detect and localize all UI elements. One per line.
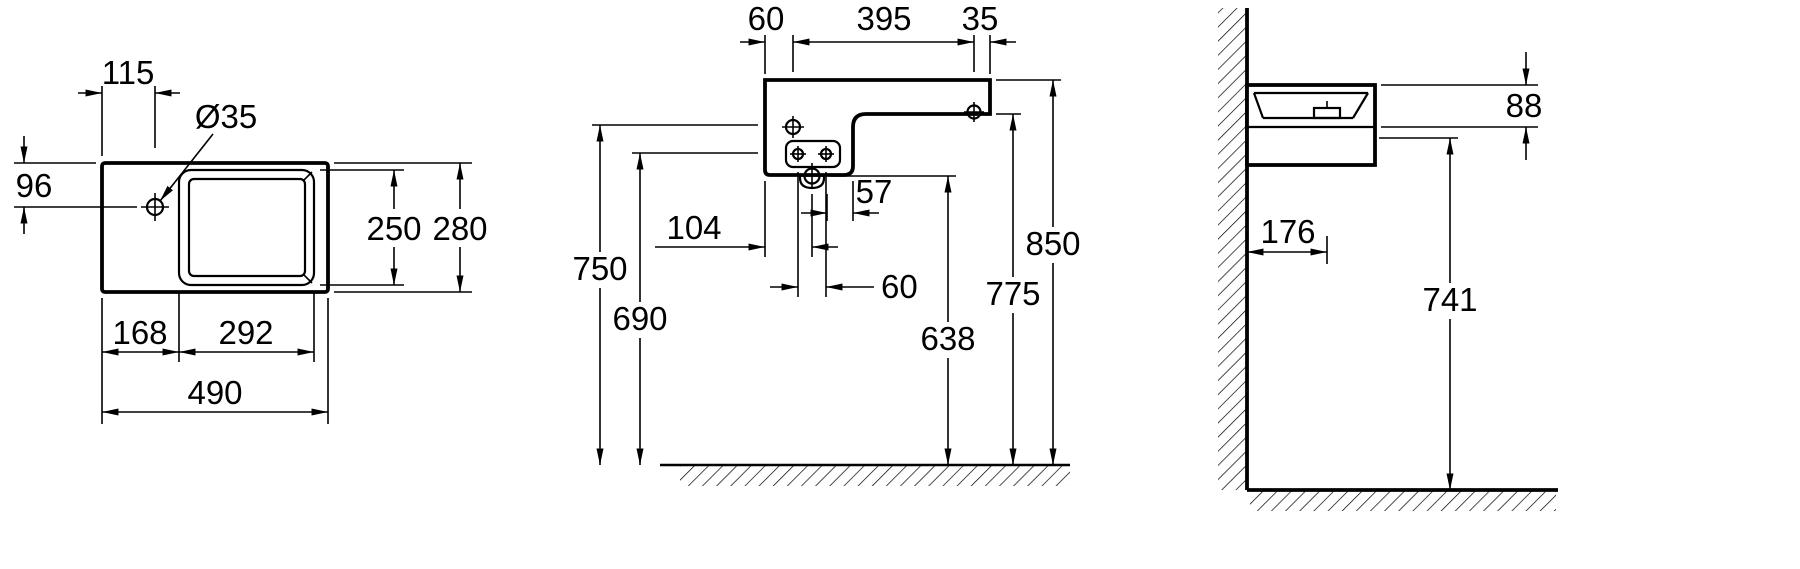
dim-60-bottom: 60 bbox=[770, 172, 918, 305]
dim-top-row: 60 395 35 bbox=[740, 0, 1016, 74]
basin-corner-bevel bbox=[302, 273, 313, 284]
dim-741: 741 bbox=[1379, 137, 1479, 490]
drain-hole-front bbox=[798, 163, 826, 190]
dim-label: 168 bbox=[112, 314, 167, 351]
dim-label: Ø35 bbox=[195, 98, 257, 135]
ground-hatch bbox=[680, 466, 1070, 486]
faucet-hole-plan bbox=[141, 193, 169, 221]
dim-label: 250 bbox=[366, 210, 421, 247]
mounting-bracket bbox=[784, 139, 842, 169]
dim-label: 490 bbox=[187, 374, 242, 411]
dim-label: 638 bbox=[920, 320, 975, 357]
basin-corner-bevel bbox=[302, 171, 313, 182]
floor-hatch bbox=[1250, 491, 1556, 511]
dim-label: 395 bbox=[856, 0, 911, 37]
dim-total-depth: 280 bbox=[334, 162, 488, 293]
dim-label: 292 bbox=[218, 314, 273, 351]
top-view: 115 Ø35 96 250 280 bbox=[14, 54, 488, 424]
dim-57: 57 bbox=[801, 173, 892, 221]
dim-label: 115 bbox=[102, 54, 155, 91]
basin-plan bbox=[177, 168, 316, 287]
sink-outline-plan bbox=[100, 161, 330, 294]
dim-176: 176 bbox=[1247, 213, 1328, 264]
dim-label: 280 bbox=[432, 210, 487, 247]
dim-label: 104 bbox=[666, 209, 721, 246]
faucet-hole-front bbox=[782, 116, 804, 138]
dim-label: 35 bbox=[962, 0, 999, 37]
dim-775: 775 bbox=[984, 113, 1042, 465]
basin-section bbox=[1247, 91, 1375, 129]
dim-104: 104 bbox=[655, 181, 838, 257]
dim-690: 690 bbox=[611, 152, 758, 465]
side-view: 88 176 741 bbox=[1218, 8, 1558, 511]
dim-widths-bottom: 168 292 490 bbox=[101, 291, 329, 424]
dim-hole-offset-x: 115 bbox=[78, 54, 180, 156]
dim-88: 88 bbox=[1381, 52, 1542, 160]
dim-label: 750 bbox=[572, 250, 627, 287]
dim-638: 638 bbox=[831, 175, 977, 465]
overflow-hole-front bbox=[964, 102, 984, 122]
sink-outline-side bbox=[1245, 83, 1377, 167]
dim-hole-diameter: Ø35 bbox=[159, 98, 257, 202]
dim-label: 775 bbox=[985, 275, 1040, 312]
dim-label: 60 bbox=[881, 268, 918, 305]
front-view: 60 395 35 57 104 60 bbox=[571, 0, 1082, 486]
dim-label: 88 bbox=[1506, 87, 1543, 124]
dim-basin-depth: 250 bbox=[320, 169, 422, 286]
leader-line bbox=[159, 133, 214, 202]
dim-label: 176 bbox=[1260, 213, 1315, 250]
dim-label: 690 bbox=[612, 300, 667, 337]
dim-750: 750 bbox=[571, 124, 758, 465]
dim-label: 96 bbox=[16, 167, 53, 204]
dim-label: 741 bbox=[1422, 281, 1477, 318]
dim-label: 57 bbox=[856, 173, 893, 210]
dim-label: 850 bbox=[1025, 225, 1080, 262]
dim-850: 850 bbox=[996, 79, 1082, 465]
dim-label: 60 bbox=[748, 0, 785, 37]
wall-hatch bbox=[1218, 8, 1247, 490]
dim-hole-offset-y: 96 bbox=[14, 136, 137, 234]
